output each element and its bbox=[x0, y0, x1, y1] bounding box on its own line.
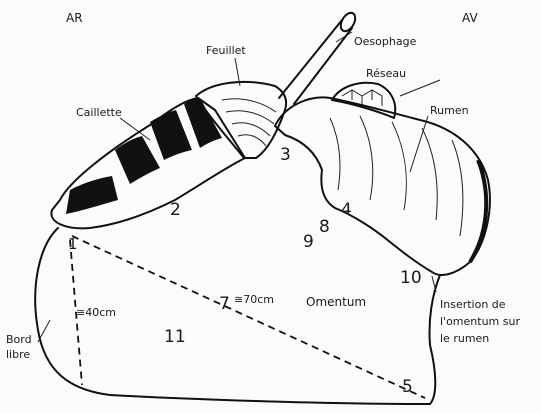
rumen-shade bbox=[470, 160, 486, 262]
label-vertical-measure: ≅40cm bbox=[76, 306, 116, 319]
label-libre: libre bbox=[6, 348, 30, 361]
leader-reseau bbox=[400, 80, 440, 96]
point-5: 5 bbox=[402, 377, 413, 397]
leader-bord-libre bbox=[38, 320, 50, 342]
point-11: 11 bbox=[164, 327, 186, 347]
point-9: 9 bbox=[303, 232, 314, 252]
rumen-contour bbox=[330, 118, 340, 190]
point-8: 8 bbox=[319, 217, 330, 237]
rumen-contour bbox=[360, 116, 373, 200]
rumen-contour bbox=[422, 128, 437, 220]
label-caillette: Caillette bbox=[76, 106, 122, 119]
label-av: AV bbox=[462, 11, 478, 25]
point-7: 7 bbox=[219, 294, 230, 314]
omasum-line bbox=[222, 99, 276, 112]
label-insertion-2: l'omentum sur bbox=[440, 315, 520, 328]
label-ar: AR bbox=[66, 11, 83, 25]
label-oesophage: Oesophage bbox=[354, 35, 417, 48]
label-insertion-1: Insertion de bbox=[440, 298, 506, 311]
leader-oesophagus bbox=[336, 32, 352, 42]
point-4: 4 bbox=[341, 200, 352, 220]
leader-rumen bbox=[410, 116, 428, 172]
label-omentum: Omentum bbox=[306, 295, 366, 309]
label-diagonal-measure: ≅70cm bbox=[234, 293, 274, 306]
rumen-contour bbox=[452, 140, 463, 236]
oesophagus-opening bbox=[338, 10, 358, 33]
label-feuillet: Feuillet bbox=[206, 44, 246, 57]
point-1: 1 bbox=[68, 235, 78, 253]
point-2: 2 bbox=[170, 200, 181, 220]
abomasum-band bbox=[150, 110, 192, 160]
diagonal-measure-line bbox=[72, 236, 425, 398]
omasum-line bbox=[232, 123, 270, 136]
point-10: 10 bbox=[400, 268, 422, 288]
omasum-line bbox=[238, 135, 266, 146]
omasum-line bbox=[226, 111, 274, 124]
label-reseau: Réseau bbox=[366, 67, 406, 80]
rumen-contour bbox=[392, 122, 406, 210]
point-3: 3 bbox=[280, 145, 291, 165]
label-rumen: Rumen bbox=[430, 104, 469, 117]
label-bord: Bord bbox=[6, 333, 32, 346]
label-insertion-3: le rumen bbox=[440, 332, 489, 345]
